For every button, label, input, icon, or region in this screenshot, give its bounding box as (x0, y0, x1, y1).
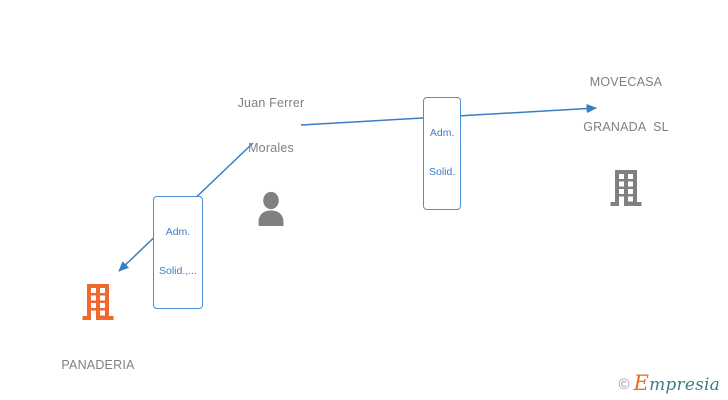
empresia-logo-rest: mpresia (649, 375, 720, 395)
building-icon[interactable] (609, 169, 643, 209)
edge-label-juan-to-panaderia[interactable]: Adm. Solid.,... (153, 196, 203, 309)
edge-label-line-1: Adm. (165, 226, 191, 238)
person-icon[interactable] (254, 190, 288, 226)
edge-label-line-1: Adm. (429, 127, 455, 139)
node-label-line-2: Morales (248, 141, 294, 155)
edge-label-line-2: Solid.,... (159, 265, 197, 277)
node-panaderia-dulce-bocado-sl[interactable]: PANADERIA DULCE BOCADO SL (18, 283, 178, 400)
edge-label-juan-to-movecasa[interactable]: Adm. Solid. (423, 97, 462, 210)
node-label-juan-ferrer-morales: Juan Ferrer Morales (238, 66, 305, 186)
building-icon[interactable] (81, 283, 115, 323)
copyright-icon: © (618, 376, 630, 393)
empresia-logo: Empresia (634, 373, 720, 395)
node-label-line-2: GRANADA SL (583, 120, 669, 134)
node-label-panaderia-dulce-bocado-sl: PANADERIA DULCE BOCADO SL (59, 328, 137, 400)
edge-label-line-2: Solid. (429, 166, 456, 178)
node-label-line-1: MOVECASA (589, 75, 663, 89)
empresia-logo-initial: E (633, 371, 650, 395)
empresia-watermark: © Empresia (618, 373, 720, 395)
node-label-line-1: PANADERIA (61, 358, 135, 372)
node-label-line-1: Juan Ferrer (237, 96, 305, 110)
node-movecasa-granada-sl[interactable]: MOVECASA GRANADA SL (546, 45, 706, 209)
node-label-movecasa-granada-sl: MOVECASA GRANADA SL (583, 45, 669, 165)
node-juan-ferrer-morales[interactable]: Juan Ferrer Morales (191, 66, 351, 226)
